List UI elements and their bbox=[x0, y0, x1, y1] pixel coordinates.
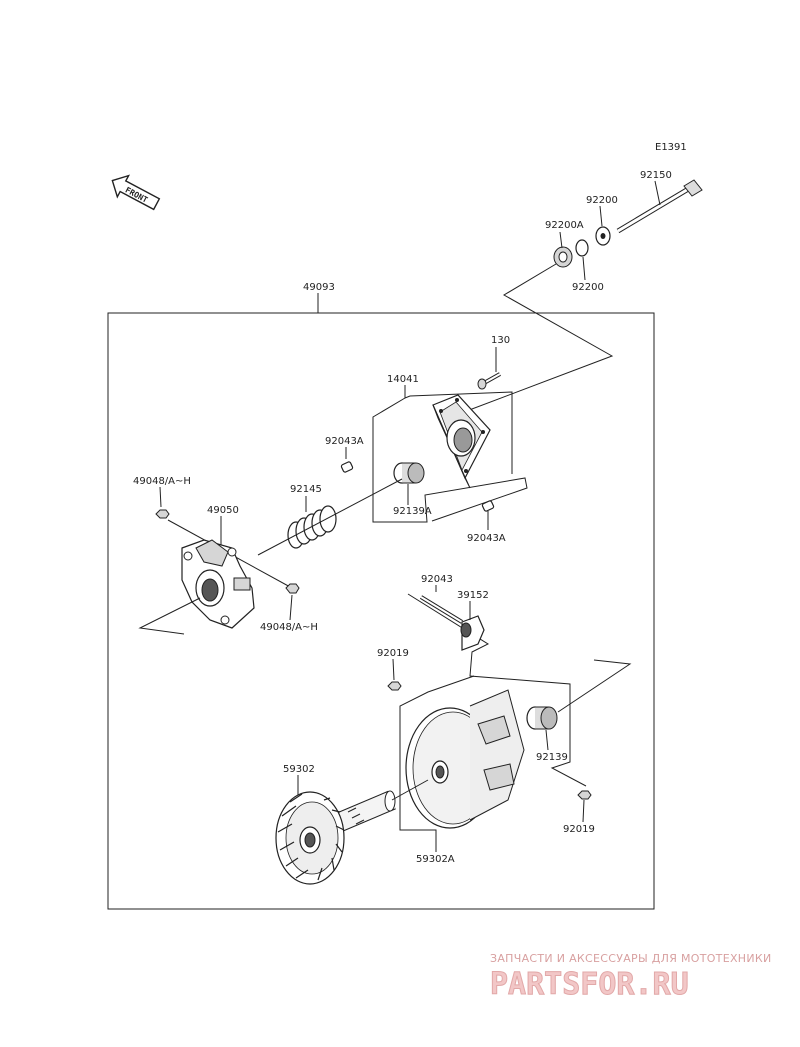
label-130: 130 bbox=[491, 335, 510, 346]
housing-14041 bbox=[432, 394, 491, 489]
bolt-130 bbox=[477, 372, 501, 390]
label-59302A: 59302A bbox=[416, 854, 455, 865]
label-14041: 14041 bbox=[387, 374, 419, 385]
diagram-code: E1391 bbox=[655, 142, 687, 153]
bolt-92150 bbox=[616, 179, 703, 234]
label-39152: 39152 bbox=[457, 590, 489, 601]
fixed-sheave-59302 bbox=[275, 790, 396, 885]
watermark-tagline: ЗАПЧАСТИ И АКСЕССУАРЫ ДЛЯ МОТОТЕХНИКИ bbox=[490, 952, 772, 965]
label-92139A: 92139A bbox=[393, 506, 432, 517]
assembly-49093-frame bbox=[107, 312, 655, 910]
roller-39152 bbox=[460, 615, 485, 651]
label-92043A-upper: 92043A bbox=[325, 436, 364, 447]
label-92043: 92043 bbox=[421, 574, 453, 585]
bushing-92139 bbox=[526, 706, 558, 730]
label-92200A: 92200A bbox=[545, 220, 584, 231]
label-49050: 49050 bbox=[207, 505, 239, 516]
label-92150: 92150 bbox=[640, 170, 672, 181]
label-59302: 59302 bbox=[283, 764, 315, 775]
label-92200-top: 92200 bbox=[586, 195, 618, 206]
pin-92043A-lower bbox=[481, 500, 495, 512]
label-assembly-49093: 49093 bbox=[303, 282, 335, 293]
nut-49048-right bbox=[285, 583, 300, 594]
label-92145: 92145 bbox=[290, 484, 322, 495]
spider-49050 bbox=[181, 539, 255, 629]
nut-92019-right bbox=[577, 790, 592, 800]
nut-49048-left bbox=[155, 509, 170, 519]
watermark-brand: PARTSFOR.RU bbox=[490, 967, 689, 1002]
washer-92200-bottom bbox=[575, 239, 589, 257]
label-92139: 92139 bbox=[536, 752, 568, 763]
front-arrow-icon: FRONT bbox=[111, 174, 161, 211]
nut-92019-left bbox=[387, 681, 402, 691]
sheave-59302A bbox=[405, 689, 525, 829]
pin-92043 bbox=[419, 595, 464, 624]
label-92043A-lower: 92043A bbox=[467, 533, 506, 544]
label-92200-bottom: 92200 bbox=[572, 282, 604, 293]
bushing-92139A bbox=[393, 462, 425, 484]
label-92019-right: 92019 bbox=[563, 824, 595, 835]
pin-92043A-upper bbox=[340, 461, 354, 473]
label-92019-left: 92019 bbox=[377, 648, 409, 659]
label-49048-left: 49048/A~H bbox=[133, 476, 191, 487]
label-49048-right: 49048/A~H bbox=[260, 622, 318, 633]
spring-92145 bbox=[287, 505, 337, 549]
nut-92200A bbox=[553, 246, 573, 268]
